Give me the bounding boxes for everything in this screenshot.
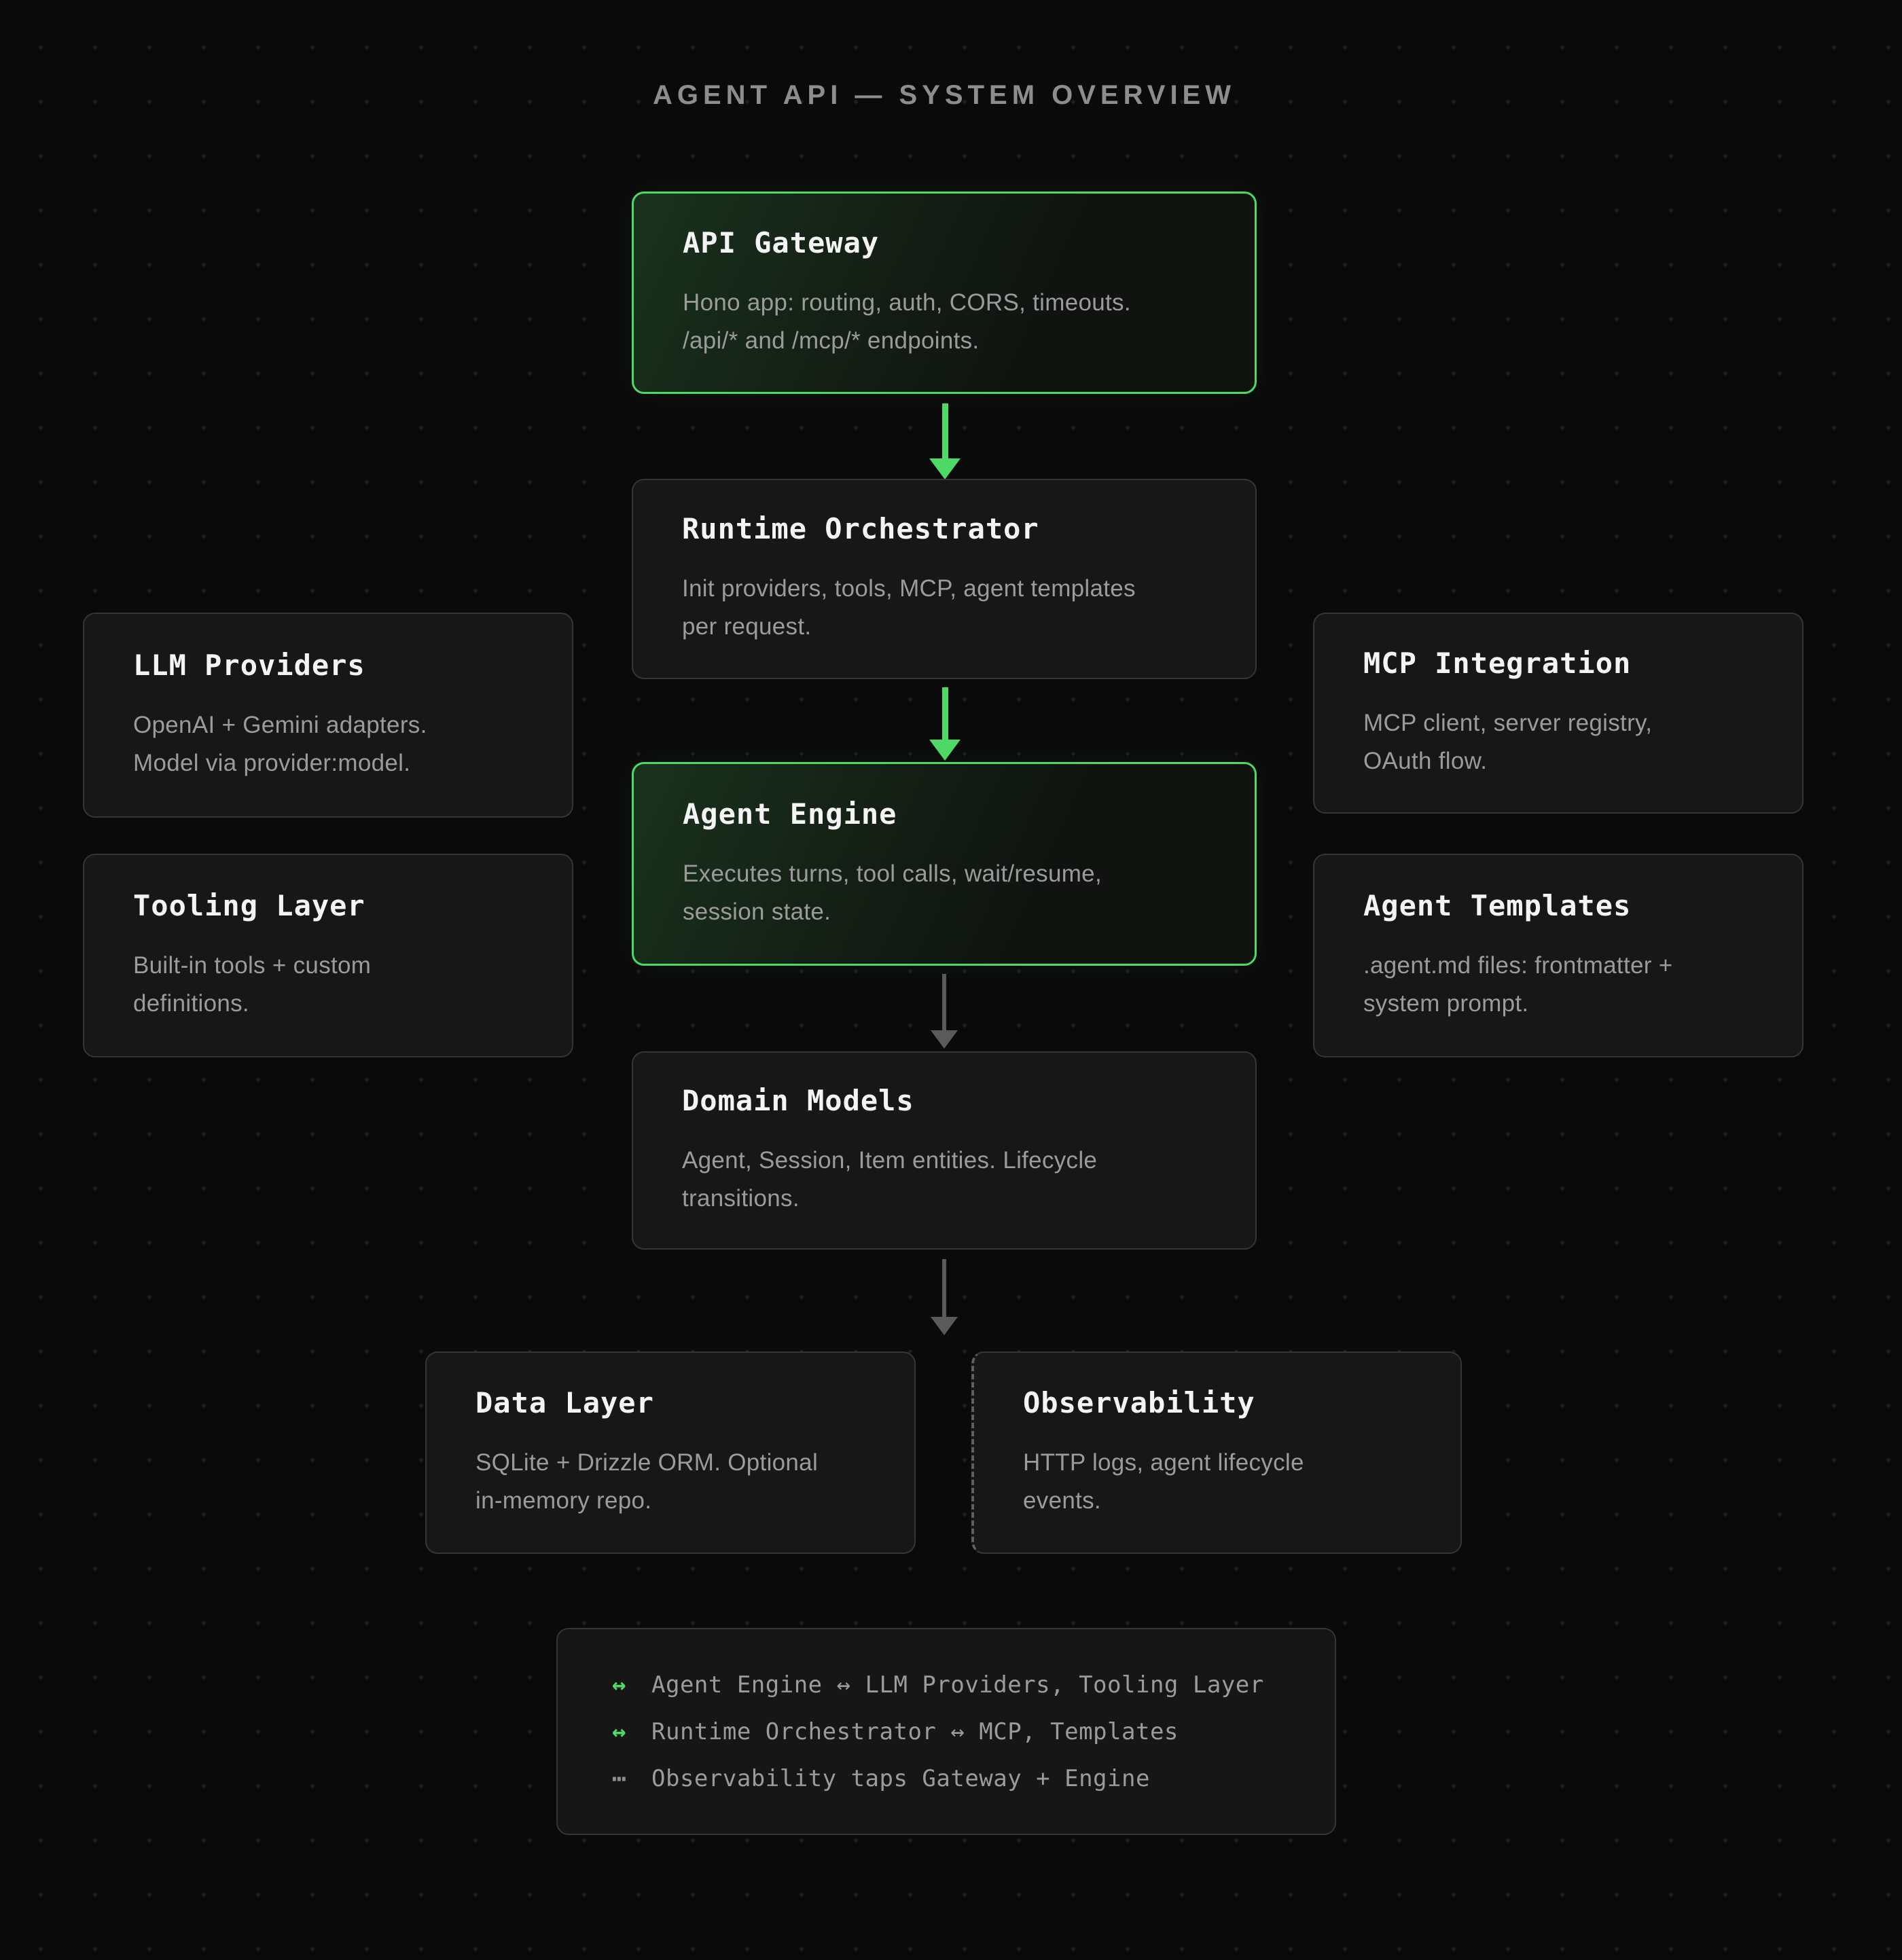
node-llm-providers: LLM Providers OpenAI + Gemini adapters. … bbox=[83, 613, 573, 818]
legend-item: ⋯ Observability taps Gateway + Engine bbox=[612, 1765, 1335, 1792]
arrow-stem bbox=[941, 687, 948, 740]
arrow-engine-to-domain bbox=[931, 974, 958, 1049]
arrow-head-icon bbox=[929, 740, 961, 761]
arrow-orchestrator-to-engine bbox=[929, 687, 961, 761]
node-body: .agent.md files: frontmatter + system pr… bbox=[1363, 951, 1673, 1017]
dashed-tap-icon: ⋯ bbox=[612, 1764, 626, 1792]
node-body: Executes turns, tool calls, wait/resume,… bbox=[683, 860, 1102, 925]
legend-item: ↔ Agent Engine ↔ LLM Providers, Tooling … bbox=[612, 1671, 1335, 1699]
node-title: Runtime Orchestrator bbox=[682, 512, 1039, 545]
bidirectional-arrow-icon: ↔ bbox=[612, 1671, 626, 1699]
arrow-head-icon bbox=[929, 458, 961, 479]
node-runtime-orchestrator: Runtime Orchestrator Init providers, too… bbox=[632, 479, 1257, 679]
arrow-head-icon bbox=[931, 1030, 958, 1049]
arrow-head-icon bbox=[931, 1317, 958, 1335]
legend-panel: ↔ Agent Engine ↔ LLM Providers, Tooling … bbox=[556, 1628, 1336, 1835]
node-api-gateway: API Gateway Hono app: routing, auth, COR… bbox=[632, 192, 1257, 394]
node-mcp-integration: MCP Integration MCP client, server regis… bbox=[1313, 613, 1804, 814]
node-title: MCP Integration bbox=[1363, 646, 1632, 680]
node-body: Built-in tools + custom definitions. bbox=[133, 951, 372, 1017]
node-agent-engine: Agent Engine Executes turns, tool calls,… bbox=[632, 762, 1257, 966]
diagram-title: AGENT API — SYSTEM OVERVIEW bbox=[653, 80, 1236, 110]
node-body: MCP client, server registry, OAuth flow. bbox=[1363, 709, 1653, 774]
node-observability: Observability HTTP logs, agent lifecycle… bbox=[971, 1351, 1462, 1554]
node-domain-models: Domain Models Agent, Session, Item entit… bbox=[632, 1051, 1257, 1250]
legend-item-label: Runtime Orchestrator ↔ MCP, Templates bbox=[651, 1718, 1179, 1745]
legend-item-label: Observability taps Gateway + Engine bbox=[651, 1764, 1150, 1792]
legend-item: ↔ Runtime Orchestrator ↔ MCP, Templates bbox=[612, 1718, 1335, 1745]
node-data-layer: Data Layer SQLite + Drizzle ORM. Optiona… bbox=[425, 1351, 916, 1554]
node-body: Init providers, tools, MCP, agent templa… bbox=[682, 575, 1136, 640]
bidirectional-arrow-icon: ↔ bbox=[612, 1718, 626, 1745]
arrow-stem bbox=[941, 403, 948, 458]
node-title: API Gateway bbox=[683, 225, 880, 259]
node-title: Agent Templates bbox=[1363, 888, 1632, 922]
arrow-stem bbox=[942, 974, 946, 1030]
arrow-gateway-to-orchestrator bbox=[929, 403, 961, 479]
legend-item-label: Agent Engine ↔ LLM Providers, Tooling La… bbox=[651, 1671, 1264, 1699]
arrow-domain-to-data bbox=[931, 1259, 958, 1335]
node-body: OpenAI + Gemini adapters. Model via prov… bbox=[133, 711, 427, 776]
node-title: Domain Models bbox=[682, 1083, 914, 1117]
node-title: Observability bbox=[1023, 1385, 1255, 1419]
node-body: Hono app: routing, auth, CORS, timeouts.… bbox=[683, 289, 1131, 354]
node-tooling-layer: Tooling Layer Built-in tools + custom de… bbox=[83, 854, 573, 1057]
node-body: Agent, Session, Item entities. Lifecycle… bbox=[682, 1146, 1098, 1212]
arrow-stem bbox=[942, 1259, 946, 1317]
node-title: Agent Engine bbox=[683, 797, 897, 831]
node-body: HTTP logs, agent lifecycle events. bbox=[1023, 1449, 1304, 1514]
node-body: SQLite + Drizzle ORM. Optional in-memory… bbox=[476, 1449, 819, 1514]
node-title: Tooling Layer bbox=[133, 888, 365, 922]
node-agent-templates: Agent Templates .agent.md files: frontma… bbox=[1313, 854, 1804, 1057]
node-title: Data Layer bbox=[476, 1385, 654, 1419]
node-title: LLM Providers bbox=[133, 648, 365, 682]
